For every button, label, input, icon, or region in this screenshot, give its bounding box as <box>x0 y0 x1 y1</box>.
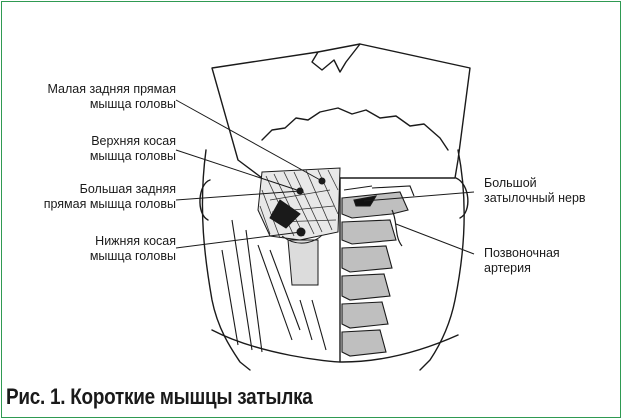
label-line: Позвоночная <box>484 246 614 261</box>
vertebral-column <box>342 186 414 356</box>
label-line: Большая задняя <box>16 182 176 197</box>
ear-left <box>200 180 210 220</box>
label-rectus-capitis-posterior-minor: Малая задняя прямая мышца головы <box>26 82 176 112</box>
label-line: затылочный нерв <box>484 191 614 206</box>
label-line: Малая задняя прямая <box>26 82 176 97</box>
label-line: Верхняя косая <box>26 134 176 149</box>
figure-caption: Рис. 1. Короткие мышцы затылка <box>6 384 313 410</box>
label-obliquus-capitis-superior: Верхняя косая мышца головы <box>26 134 176 164</box>
label-line: мышца головы <box>26 249 176 264</box>
shoulder-line <box>212 330 458 362</box>
label-obliquus-capitis-inferior: Нижняя косая мышца головы <box>26 234 176 264</box>
label-greater-occipital-nerve: Большой затылочный нерв <box>484 176 614 206</box>
label-line: Нижняя косая <box>26 234 176 249</box>
label-line: Большой <box>484 176 614 191</box>
label-line: мышца головы <box>26 149 176 164</box>
label-line: прямая мышца головы <box>16 197 176 212</box>
neck-right-outline <box>420 150 464 370</box>
ear-right <box>456 178 468 218</box>
label-rectus-capitis-posterior-major: Большая задняя прямая мышца головы <box>16 182 176 212</box>
label-line: артерия <box>484 261 614 276</box>
label-line: мышца головы <box>26 97 176 112</box>
label-vertebral-artery: Позвоночная артерия <box>484 246 614 276</box>
skull-outline <box>212 44 470 178</box>
